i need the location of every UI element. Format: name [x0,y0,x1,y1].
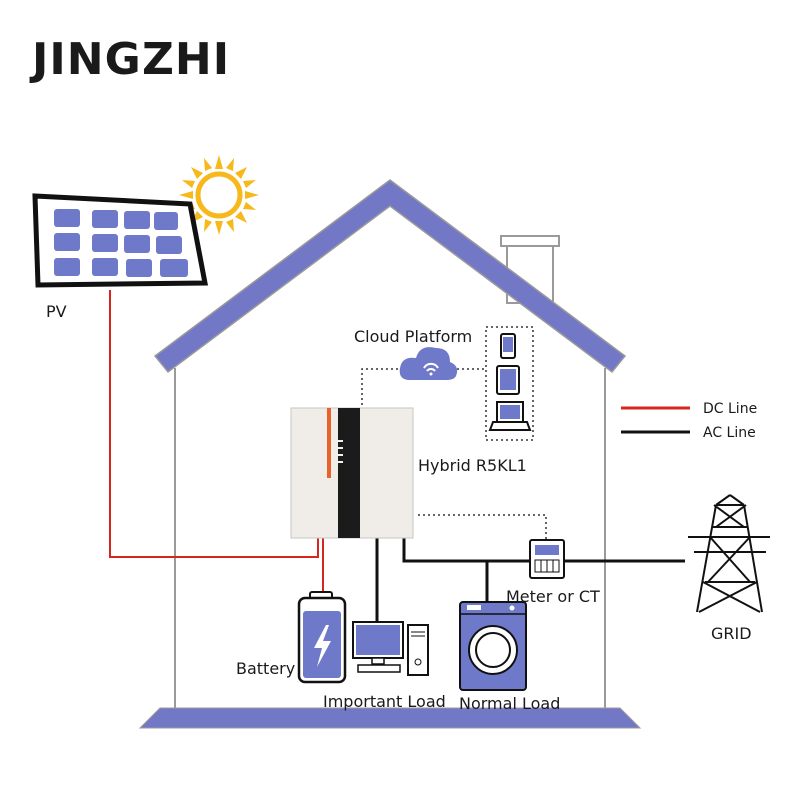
legend-label-ac: AC Line [703,425,756,441]
phone-icon [500,333,516,359]
laptop-icon [488,401,532,431]
important-load-label: Important Load [323,692,446,711]
floor [138,707,642,729]
jingzhi-logo: JING ZHI [29,34,230,85]
normal-load-label: Normal Load [459,694,560,713]
washing-machine-icon [459,601,527,691]
svg-text:JING: JING [29,34,142,85]
legend-label-dc: DC Line [703,401,757,417]
house [138,179,642,729]
communication-lines [361,326,547,540]
cloud-platform-label: Cloud Platform [354,327,472,346]
pv-label: PV [46,302,67,321]
pv-panel-icon [32,193,209,288]
ac-lines [375,537,685,624]
tablet-icon [496,365,520,395]
svg-text:ZHI: ZHI [142,34,230,85]
hybrid-inverter [290,407,414,539]
computer-icon [352,621,429,676]
meter-icon [529,539,565,579]
grid-label: GRID [711,624,752,643]
grid-tower-icon [688,494,770,613]
inverter-label: Hybrid R5KL1 [418,456,527,475]
battery-label: Battery [236,659,295,678]
battery-icon [297,591,347,684]
roof [153,179,627,374]
legend: DC Line AC Line [621,401,757,441]
dc-lines [109,290,324,598]
meter-label: Meter or CT [506,587,600,606]
cloud-icon [399,347,458,380]
sun-icon [179,155,259,235]
